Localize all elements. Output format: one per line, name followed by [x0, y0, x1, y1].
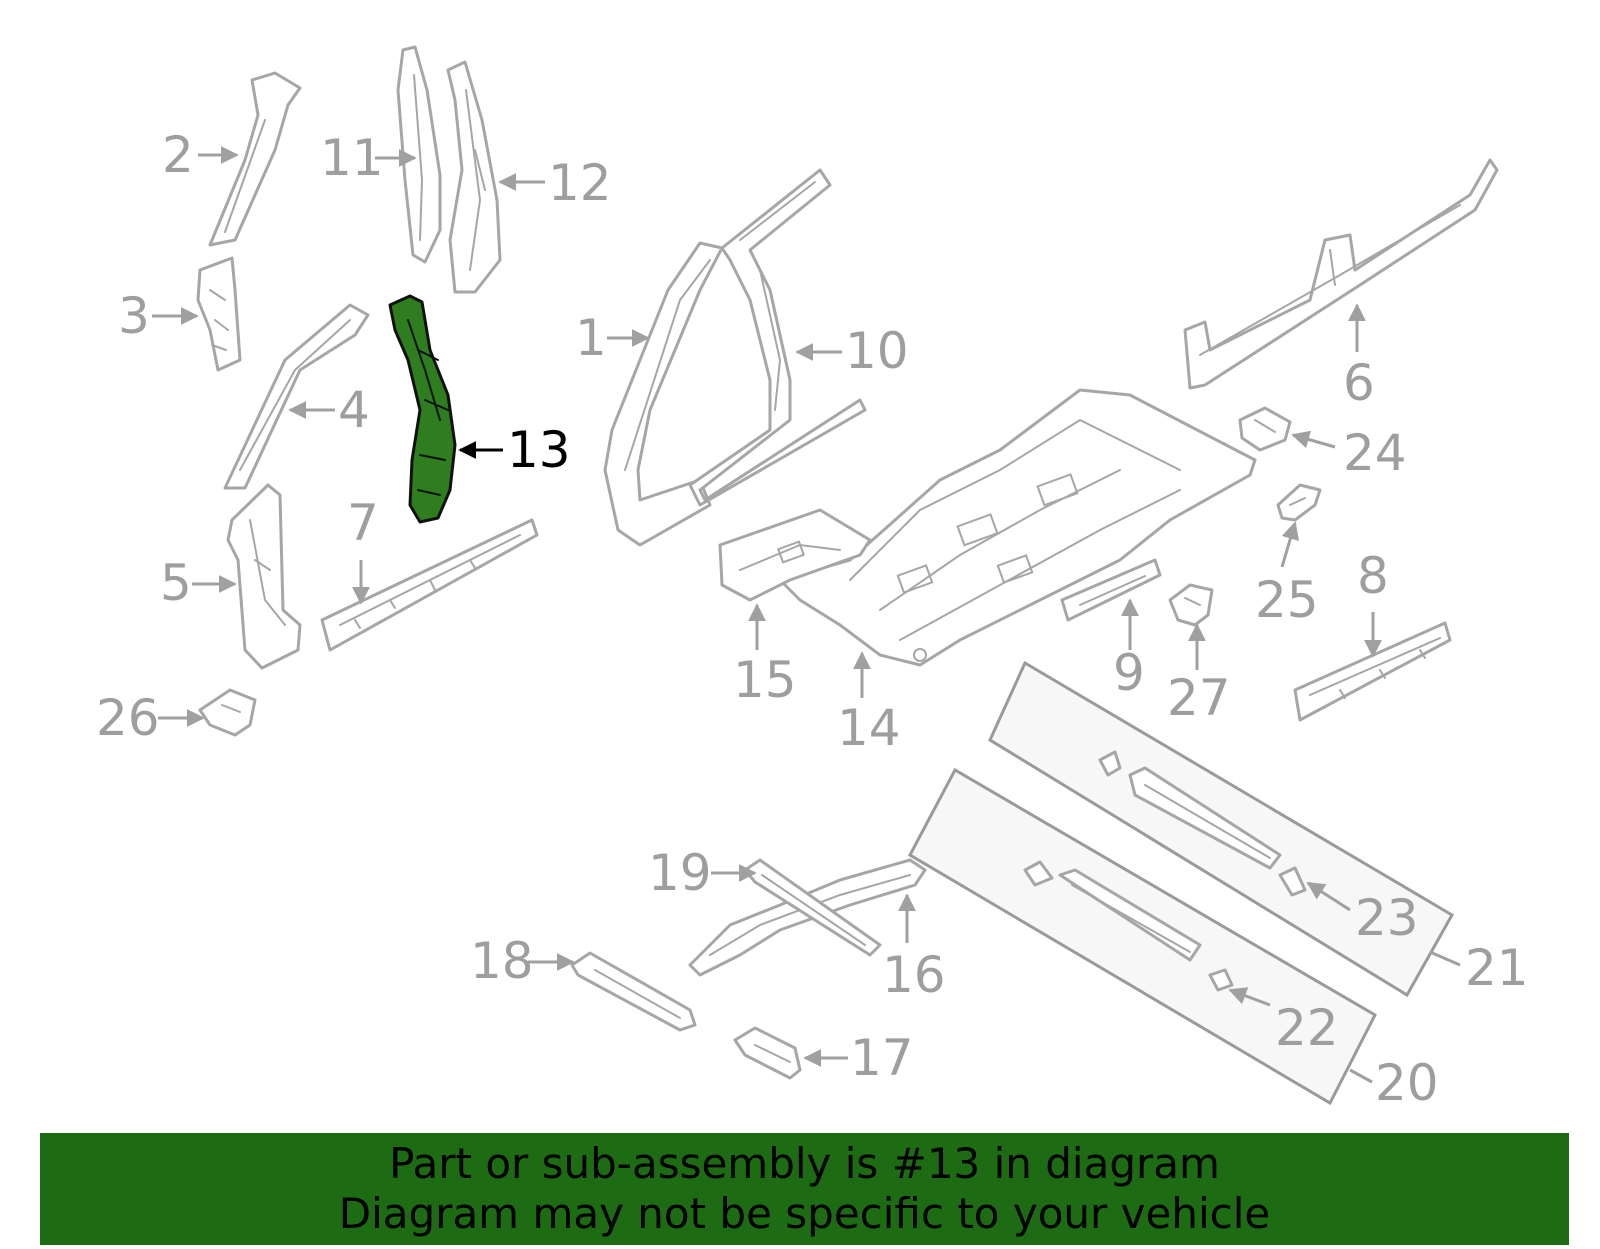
callout-20: 20	[1375, 1054, 1439, 1112]
part-14-floor-pan	[778, 388, 1257, 667]
callout-10: 10	[845, 322, 909, 380]
parts-diagram: 1 2 3 4 5 6 7 8 9 10 11 12 13 14 15 16 1…	[96, 45, 1529, 1112]
part-20-assembly-panel	[908, 767, 1377, 1106]
part-12-reinforcement	[446, 60, 502, 294]
leader-lines	[152, 146, 1461, 1084]
callout-24: 24	[1343, 424, 1407, 482]
callout-18: 18	[470, 932, 534, 990]
callout-17: 17	[850, 1029, 914, 1087]
part-27-bracket	[1168, 583, 1214, 627]
part-21-assembly-panel	[988, 660, 1455, 998]
part-4-reinforcement	[223, 303, 370, 490]
callout-9: 9	[1113, 644, 1145, 702]
part-18-rail	[570, 951, 697, 1032]
callout-2: 2	[162, 126, 194, 184]
part-1-side-frame	[603, 241, 724, 547]
part-26-clip	[198, 688, 257, 737]
callout-23: 23	[1355, 889, 1419, 947]
part-3-bracket	[196, 256, 242, 372]
callout-6: 6	[1343, 354, 1375, 412]
callout-5: 5	[160, 554, 192, 612]
part-7-sill	[320, 518, 539, 652]
callout-25: 25	[1255, 571, 1319, 629]
part-9-bracket	[1060, 558, 1162, 622]
banner-line-disclaimer: Diagram may not be specific to your vehi…	[338, 1189, 1271, 1238]
callout-26: 26	[96, 689, 160, 747]
part-10-side-frame	[688, 168, 867, 507]
callout-12: 12	[548, 154, 612, 212]
part-6-rocker	[1183, 158, 1499, 390]
callout-14: 14	[837, 699, 901, 757]
callout-11: 11	[320, 129, 384, 187]
callout-27: 27	[1167, 669, 1231, 727]
part-25-bracket	[1276, 483, 1322, 522]
callout-21: 21	[1465, 939, 1529, 997]
part-5-lower-pillar	[226, 483, 302, 670]
part-15-floor-front	[718, 508, 872, 602]
part-17-bracket	[733, 1026, 802, 1080]
callout-3: 3	[118, 287, 150, 345]
part-24-bracket	[1238, 406, 1292, 452]
part-11-pillar	[396, 45, 442, 264]
banner-line-part: Part or sub-assembly is #13 in diagram	[389, 1139, 1220, 1188]
callout-7: 7	[347, 494, 379, 552]
part-8-sill	[1293, 621, 1452, 722]
callout-4: 4	[338, 381, 370, 439]
callout-15: 15	[733, 651, 797, 709]
callout-22: 22	[1275, 999, 1339, 1057]
part-2-pillar	[208, 71, 302, 247]
part-13-highlighted-pillar	[388, 294, 457, 524]
callout-16: 16	[882, 946, 946, 1004]
callout-numbers: 1 2 3 4 5 6 7 8 9 10 11 12 13 14 15 16 1…	[96, 126, 1529, 1112]
callout-13-highlighted: 13	[507, 421, 571, 479]
info-banner: Part or sub-assembly is #13 in diagram D…	[40, 1133, 1569, 1245]
callout-1: 1	[575, 309, 607, 367]
callout-19: 19	[648, 844, 712, 902]
callout-8: 8	[1357, 547, 1389, 605]
